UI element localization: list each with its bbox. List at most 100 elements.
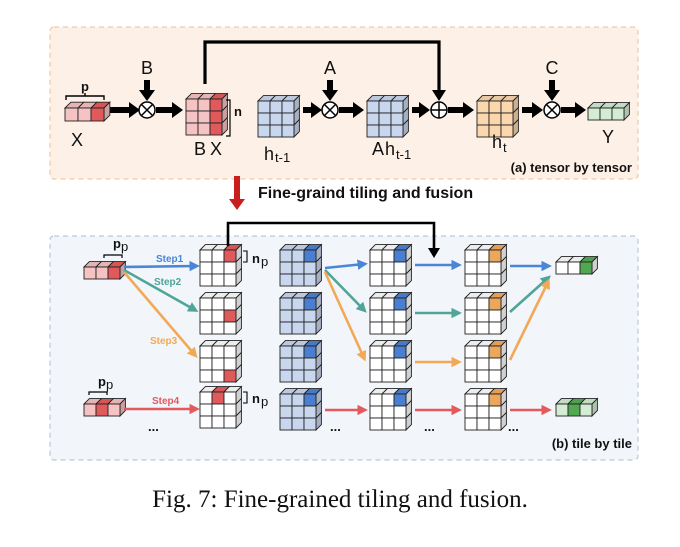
ellipsis-1: ... xyxy=(148,419,159,434)
cube-front-cell xyxy=(476,261,490,275)
cube-front-cell xyxy=(211,369,225,383)
cube-front-cell xyxy=(476,249,490,263)
tile-skip-connection xyxy=(226,221,436,252)
cube-front-cell xyxy=(211,321,225,335)
cube-front-cell xyxy=(209,110,223,124)
cube-front-cell xyxy=(369,249,383,263)
mult-op-c-x2 xyxy=(545,103,559,117)
cube-front-cell xyxy=(476,100,490,114)
cube-front-cell xyxy=(279,261,293,275)
cube-front-cell xyxy=(476,112,490,126)
pp-brace-bottom xyxy=(88,391,108,395)
cube-front-cell xyxy=(393,345,407,359)
cube-front-cell xyxy=(464,249,478,263)
cube-front-cell xyxy=(211,273,225,287)
arrow-add-ht-head xyxy=(463,102,474,118)
cube-front-cell xyxy=(390,112,404,126)
tile-grid-bx-1 xyxy=(198,243,243,288)
cube-front-cell xyxy=(279,393,293,407)
cube-front-cell xyxy=(223,369,237,383)
tile-grid-ah-2 xyxy=(368,291,413,336)
cube-front-cell xyxy=(366,100,380,114)
cube-front-cell xyxy=(488,321,502,335)
ellipsis-2: ... xyxy=(330,419,341,434)
cube-front-cell xyxy=(223,297,237,311)
tile-grid-ht-1 xyxy=(463,243,508,288)
tensor-h-prev xyxy=(256,94,301,139)
cube-front-cell xyxy=(488,393,502,407)
cube-front-cell xyxy=(209,122,223,136)
cube-front-cell xyxy=(488,249,502,263)
cube-front-cell xyxy=(369,261,383,275)
cube-front-cell xyxy=(257,124,271,138)
cube-front-cell xyxy=(291,369,305,383)
cube-front-cell xyxy=(291,345,305,359)
label-ah-h: h xyxy=(385,139,395,159)
cube-front-cell xyxy=(223,391,237,405)
cube-front-cell xyxy=(381,273,395,287)
cube-front-cell xyxy=(279,249,293,263)
cube-front-cell xyxy=(369,405,383,419)
h-ah-arrow-1 xyxy=(324,259,368,270)
skip-connection xyxy=(203,40,441,96)
step3-label: Step3 xyxy=(150,336,178,347)
cube-front-cell xyxy=(211,261,225,275)
label-h-prev-sub: t-1 xyxy=(275,150,290,165)
cube-front-cell xyxy=(464,417,478,431)
tile-grid-bx-2 xyxy=(198,291,243,336)
cube-front-cell xyxy=(476,309,490,323)
np-brace-top xyxy=(243,250,248,263)
cube-front-cell xyxy=(211,403,225,417)
cube-front-cell xyxy=(77,107,92,122)
bottom-title: (b) tile by tile xyxy=(552,436,632,451)
cube-front-cell xyxy=(269,112,283,126)
cube-front-cell xyxy=(303,297,317,311)
mult-op-a-x2 xyxy=(323,103,337,117)
n-brace xyxy=(226,99,231,137)
cube-front-cell xyxy=(199,415,213,429)
tile-grid-ah-3 xyxy=(368,339,413,384)
label-ah-a: A xyxy=(372,139,384,159)
cube-front-cell xyxy=(488,345,502,359)
cube-front-cell xyxy=(291,357,305,371)
cube-front-cell xyxy=(303,357,317,371)
cube-front-cell xyxy=(199,249,213,263)
cube-front-cell xyxy=(303,345,317,359)
cube-front-cell xyxy=(197,122,211,136)
cube-front-cell xyxy=(464,309,478,323)
cube-front-cell xyxy=(488,369,502,383)
cube-front-cell xyxy=(488,112,502,126)
cube-front-cell xyxy=(185,122,199,136)
cube-front-cell xyxy=(390,124,404,138)
bottom-section xyxy=(82,221,599,432)
cube-front-cell xyxy=(567,261,581,275)
cube-front-cell xyxy=(185,98,199,112)
cube-front-cell xyxy=(579,261,593,275)
cube-front-cell xyxy=(303,417,317,431)
cube-front-cell xyxy=(393,297,407,311)
arrow-x-mult-head xyxy=(129,102,140,118)
cube-front-cell xyxy=(476,345,490,359)
step1-arrow xyxy=(123,260,200,272)
cube-front-cell xyxy=(381,369,395,383)
cube-front-cell xyxy=(378,124,392,138)
label-p: p xyxy=(81,79,89,94)
tile-output-top xyxy=(554,255,599,276)
cube-front-cell xyxy=(369,273,383,287)
cube-front-cell xyxy=(381,309,395,323)
cube-front-cell xyxy=(291,273,305,287)
label-np-top: n xyxy=(252,251,260,266)
cube-front-cell xyxy=(464,369,478,383)
cube-front-cell xyxy=(488,297,502,311)
tile-skip-connection-head xyxy=(428,248,440,258)
arrow-c-down-head xyxy=(544,90,560,101)
cube-front-cell xyxy=(199,297,213,311)
cube-front-cell xyxy=(378,112,392,126)
cube-front-cell xyxy=(223,249,237,263)
cube-front-cell xyxy=(83,266,97,280)
label-pp-top-sub: p xyxy=(121,239,128,254)
cube-front-cell xyxy=(393,249,407,263)
cube-front-cell xyxy=(209,98,223,112)
arrow-b-down-head xyxy=(139,90,155,101)
cube-front-cell xyxy=(279,369,293,383)
